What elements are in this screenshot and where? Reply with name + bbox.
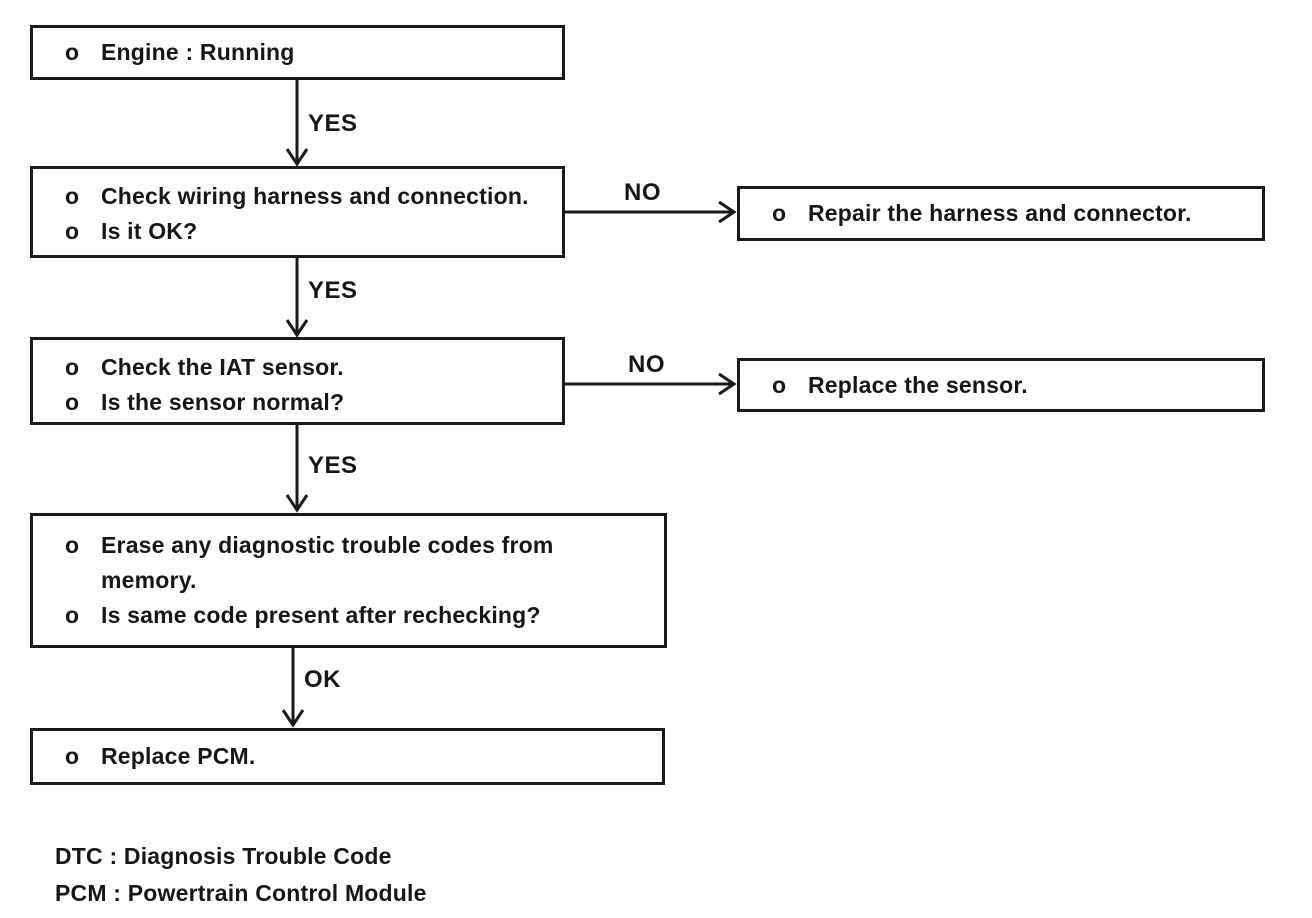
legend-line-pcm: PCM : Powertrain Control Module xyxy=(55,880,427,906)
edge-label-no-1: NO xyxy=(624,179,661,206)
bullet-marker: o xyxy=(65,532,80,558)
list-item: o Is the sensor normal? xyxy=(65,385,554,420)
list-item: o Repair the harness and connector. xyxy=(772,196,1254,231)
bullet-marker: o xyxy=(65,183,80,209)
flow-box-text: Erase any diagnostic trouble codes from … xyxy=(101,532,554,593)
list-item: o Replace PCM. xyxy=(65,739,654,774)
edge-label-yes-2: YES xyxy=(308,277,358,304)
bullet-marker: o xyxy=(65,354,80,380)
bullet-marker: o xyxy=(65,743,80,769)
bullet-marker: o xyxy=(65,602,80,628)
abbreviation-legend: DTC : Diagnosis Trouble Code PCM : Power… xyxy=(55,838,427,912)
list-item: o Is it OK? xyxy=(65,214,554,249)
list-item: o Replace the sensor. xyxy=(772,368,1254,403)
list-item: o Check the IAT sensor. xyxy=(65,350,554,385)
flow-box-text: Repair the harness and connector. xyxy=(808,200,1192,226)
flow-box-engine-running: o Engine : Running xyxy=(30,25,565,80)
edge-label-no-2: NO xyxy=(628,351,665,378)
flow-box-text: Replace the sensor. xyxy=(808,371,1028,398)
flow-box-replace-sensor: o Replace the sensor. xyxy=(737,358,1265,412)
flow-box-text: Check the IAT sensor. xyxy=(101,354,344,380)
list-item: o Is same code present after rechecking? xyxy=(65,598,656,633)
bullet-marker: o xyxy=(65,39,80,65)
edge-label-yes-3: YES xyxy=(308,452,358,479)
flow-box-text: Engine : Running xyxy=(101,39,295,65)
edge-label-ok: OK xyxy=(304,666,341,693)
list-item: o Engine : Running xyxy=(65,35,554,70)
flow-box-text: Is same code present after rechecking? xyxy=(101,602,541,628)
flow-box-text: Is it OK? xyxy=(101,218,198,244)
bullet-marker: o xyxy=(772,200,787,226)
legend-line-dtc: DTC : Diagnosis Trouble Code xyxy=(55,843,392,869)
flow-box-repair-harness: o Repair the harness and connector. xyxy=(737,186,1265,241)
flow-box-replace-pcm: o Replace PCM. xyxy=(30,728,665,785)
list-item: o Check wiring harness and connection. xyxy=(65,179,554,214)
arrow-ok xyxy=(281,648,305,728)
flow-box-check-iat: o Check the IAT sensor. o Is the sensor … xyxy=(30,337,565,425)
bullet-marker: o xyxy=(65,218,80,244)
flow-box-text: Is the sensor normal? xyxy=(101,389,345,415)
flow-box-erase-dtc: o Erase any diagnostic trouble codes fro… xyxy=(30,513,667,648)
flow-box-text: Replace PCM. xyxy=(101,743,256,769)
arrow-yes-3 xyxy=(285,425,309,513)
bullet-marker: o xyxy=(65,389,80,415)
bullet-marker: o xyxy=(772,371,787,398)
arrow-yes-1 xyxy=(285,80,309,167)
edge-label-yes-1: YES xyxy=(308,110,358,137)
flow-box-text: Check wiring harness and connection. xyxy=(101,183,529,209)
list-item: o Erase any diagnostic trouble codes fro… xyxy=(65,528,656,598)
arrow-yes-2 xyxy=(285,258,309,338)
flow-box-check-wiring: o Check wiring harness and connection. o… xyxy=(30,166,565,258)
